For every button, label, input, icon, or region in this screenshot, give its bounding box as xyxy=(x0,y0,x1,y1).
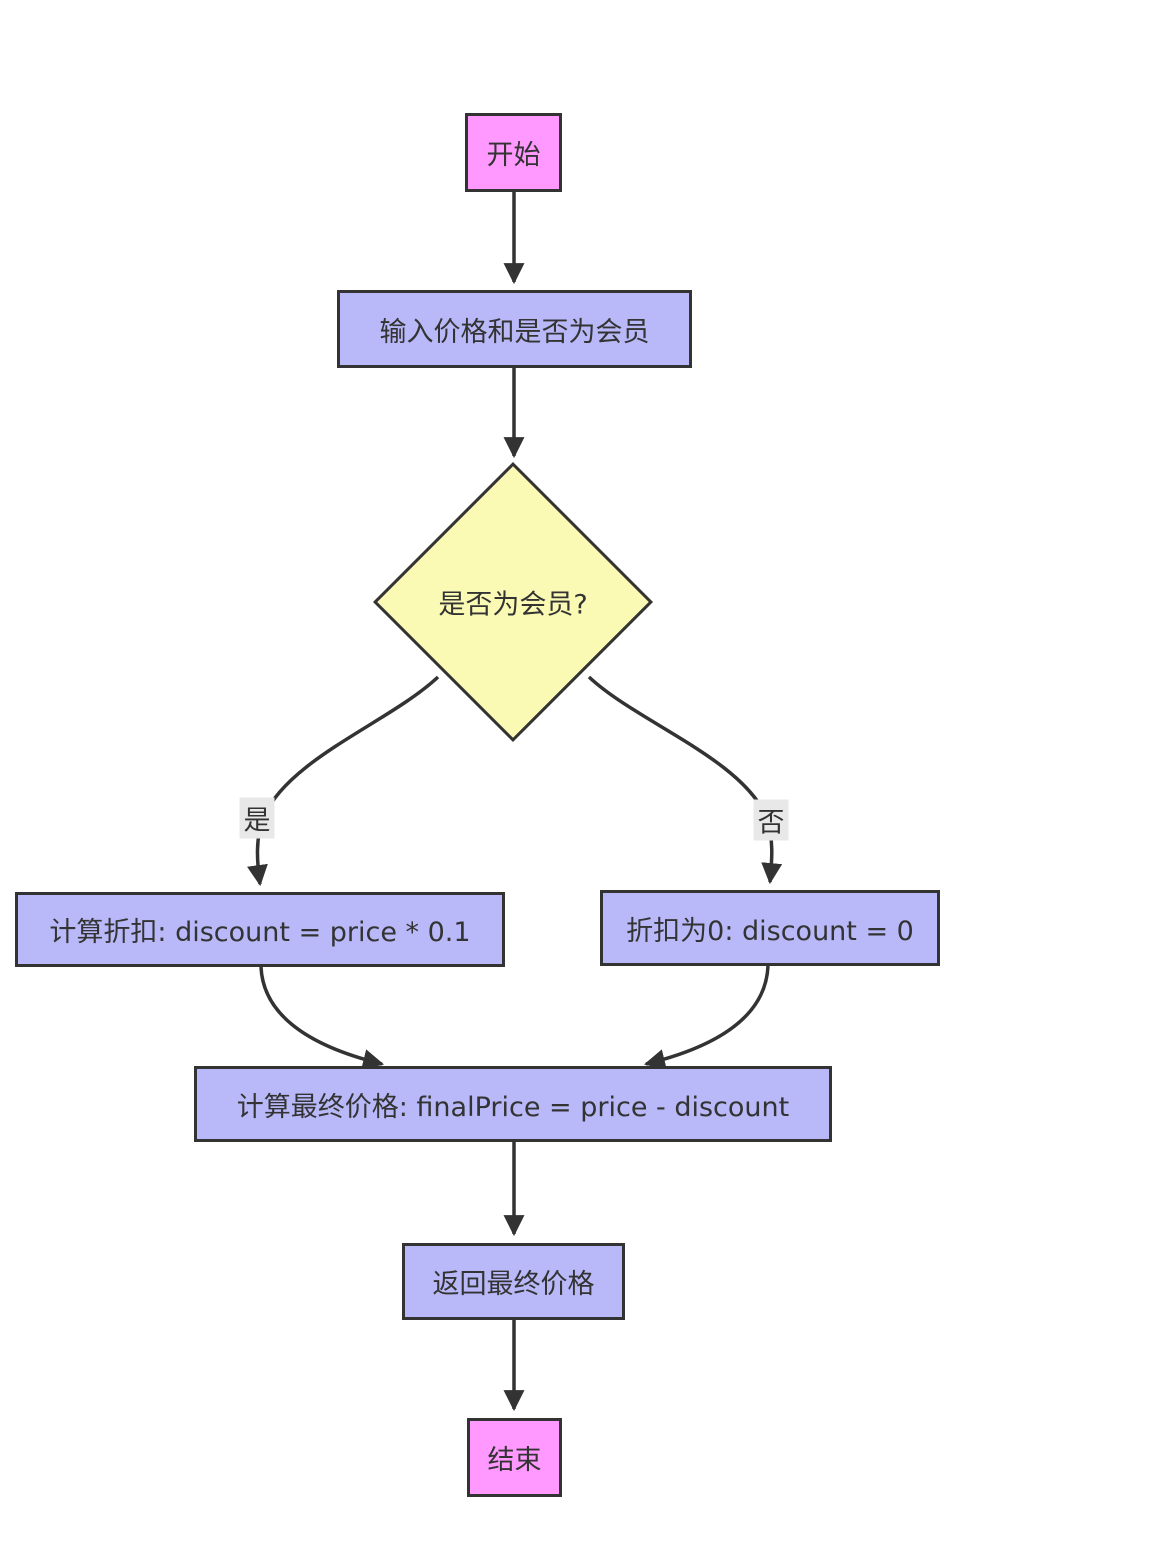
edge-zero-discount-to-final-price xyxy=(643,965,770,1070)
edge-label-yes: 是 xyxy=(239,797,275,839)
edge-decision-no-to-zero-discount xyxy=(587,675,783,885)
node-final-price: 计算最终价格: finalPrice = price - discount xyxy=(194,1066,832,1142)
node-return-final-price: 返回最终价格 xyxy=(402,1243,625,1320)
node-end: 结束 xyxy=(467,1418,562,1497)
node-calc-discount: 计算折扣: discount = price * 0.1 xyxy=(15,892,505,967)
node-start: 开始 xyxy=(465,113,562,192)
node-zero-discount: 折扣为0: discount = 0 xyxy=(600,890,940,966)
node-input-price-member: 输入价格和是否为会员 xyxy=(337,290,692,368)
edge-label-no: 否 xyxy=(753,799,789,841)
node-decision-label: 是否为会员? xyxy=(438,589,588,621)
edge-decision-yes-to-calc-discount xyxy=(247,675,440,887)
edge-calc-discount-to-final-price xyxy=(259,966,385,1070)
